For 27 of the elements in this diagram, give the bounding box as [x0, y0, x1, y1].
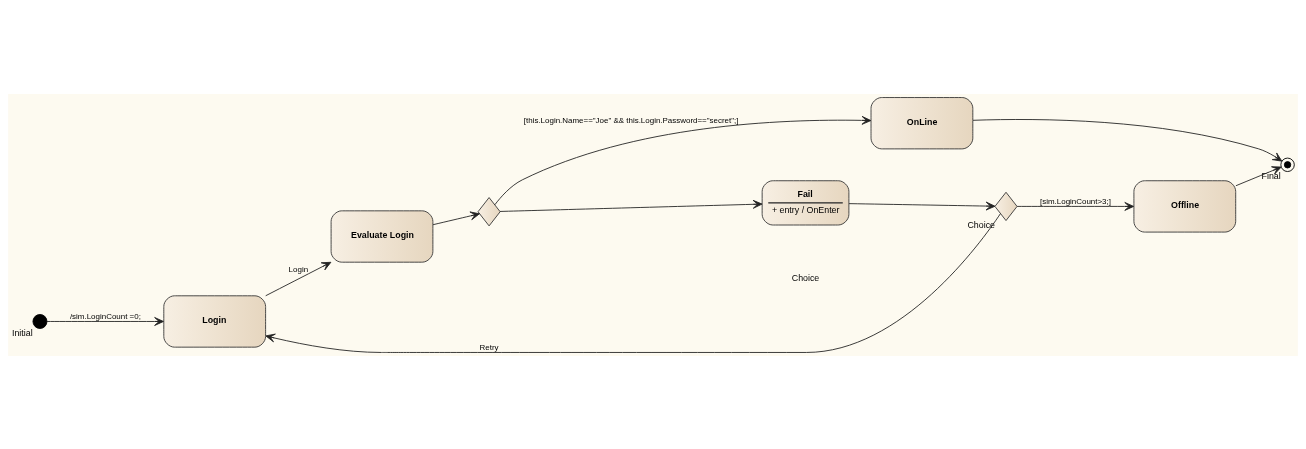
arrow [1016, 201, 1135, 211]
node-label: Initial [12, 327, 33, 338]
arrow [265, 212, 1001, 353]
node-box: Fail + entry / OnEnter [761, 179, 850, 225]
edge-label: Login [288, 264, 309, 274]
edge-label: Retry [479, 342, 499, 352]
arrow [265, 261, 332, 296]
arrow [972, 118, 1283, 162]
node-circle [32, 313, 48, 329]
arrow [432, 211, 480, 225]
label: Choice [791, 272, 820, 283]
edge-label: /sim.LoginCount =0; [69, 311, 141, 321]
node-label: Final [1261, 170, 1281, 181]
arrow [499, 199, 763, 212]
edge-label: [this.Login.Name=="Joe" && this.Login.Password=="secret";] [523, 115, 739, 124]
node-box: Evaluate Login [330, 209, 434, 263]
node-label: Choice [967, 219, 995, 230]
arrow [46, 316, 164, 326]
edge-label: [sim.LoginCount>3;] [1040, 196, 1111, 206]
node-box: Offline [1133, 179, 1237, 233]
node-diamond [477, 196, 501, 226]
arrow [494, 115, 872, 205]
node-diamond [994, 191, 1018, 221]
arrow [1235, 165, 1282, 186]
node-box: OnLine [870, 96, 974, 149]
node-box: Login [163, 294, 267, 348]
arrow [848, 201, 996, 210]
